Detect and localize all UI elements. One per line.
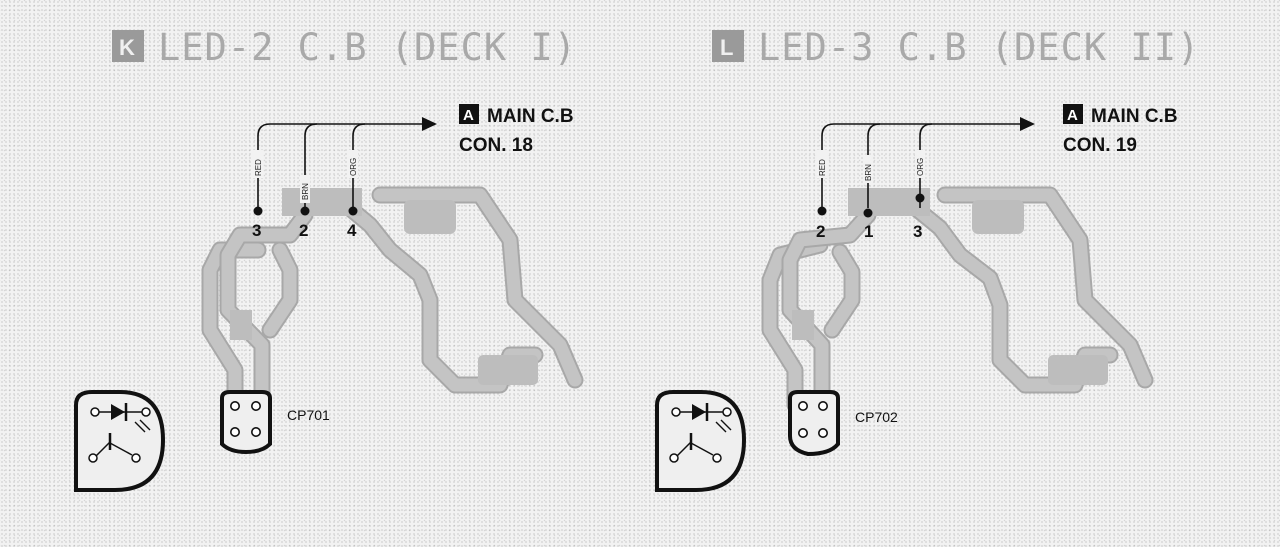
- board-led2-pin-number: 3: [252, 221, 261, 240]
- board-led2-connector-cp701: CP701: [220, 390, 330, 455]
- board-led2-photointerrupter-icon: [74, 390, 166, 492]
- board-led2-badge-letter: K: [119, 35, 135, 60]
- board-led2-pin-number: 2: [299, 221, 308, 240]
- board-led3-badge-letter: L: [720, 35, 733, 60]
- board-led3-pcb-traces: [761, 186, 1154, 414]
- board-led3-connector-cp702: CP702: [788, 390, 898, 457]
- board-led2-wire-labels: RED BRN ORG: [253, 150, 358, 203]
- board-led3-arrow-icon: [1020, 117, 1035, 131]
- board-led2-connector-label: CP701: [287, 407, 330, 423]
- board-led3-destination: A MAIN C.B CON. 19: [1063, 104, 1178, 156]
- board-led3-pin-number: 3: [913, 222, 922, 241]
- board-led3-title: LED-3 C.B (DECK II): [758, 26, 1200, 69]
- board-led2-pin-number: 4: [347, 221, 357, 240]
- board-led3-wire-bundle: [821, 117, 1035, 208]
- board-led3-connector-label: CP702: [855, 409, 898, 425]
- board-led2-dest-badge: A: [463, 107, 474, 124]
- board-led3-badge: L: [712, 30, 744, 62]
- board-led2-badge: K: [112, 30, 144, 62]
- board-led2-wire-label-org: ORG: [349, 158, 358, 176]
- board-led2-wire-bundle: [257, 117, 437, 208]
- board-led3-pin-number: 2: [816, 222, 825, 241]
- board-led3-dest-badge: A: [1067, 107, 1078, 124]
- board-led2-pin-dot: [253, 206, 263, 216]
- board-led2-dest-line2: CON. 18: [459, 135, 533, 156]
- board-led2-arrow-icon: [422, 117, 437, 131]
- board-led2-wire-label-brn: BRN: [301, 183, 310, 200]
- board-led2-pin-dot: [300, 206, 310, 216]
- board-led3-pin-dot: [915, 193, 925, 203]
- board-led3-pins: 2 1 3: [816, 193, 925, 241]
- board-led2-title: LED-2 C.B (DECK I): [158, 26, 577, 69]
- board-led3-dest-line1: MAIN C.B: [1091, 106, 1178, 127]
- board-led3-photointerrupter-icon: [655, 390, 747, 492]
- board-led3-pin-number: 1: [864, 222, 873, 241]
- board-led3-pin-dot: [863, 208, 873, 218]
- board-led2-dest-line1: MAIN C.B: [487, 106, 574, 127]
- board-led3-dest-line2: CON. 19: [1063, 135, 1137, 156]
- board-led2-pins: 3 2 4: [252, 206, 358, 240]
- board-led3-wire-label-brn: BRN: [864, 164, 873, 181]
- board-led2: K LED-2 C.B (DECK I): [74, 26, 584, 492]
- board-led3-wire-label-org: ORG: [916, 158, 925, 176]
- board-led3-wire-labels: RED BRN ORG: [817, 150, 925, 183]
- board-led3-pin-dot: [817, 206, 827, 216]
- board-led3-wire-label-red: RED: [818, 159, 827, 176]
- board-led3: L LED-3 C.B (DECK II): [655, 26, 1200, 492]
- board-led2-wire-label-red: RED: [254, 159, 263, 176]
- board-led2-pin-dot: [348, 206, 358, 216]
- board-led2-destination: A MAIN C.B CON. 18: [459, 104, 574, 156]
- board-led2-pcb-traces: [201, 186, 584, 419]
